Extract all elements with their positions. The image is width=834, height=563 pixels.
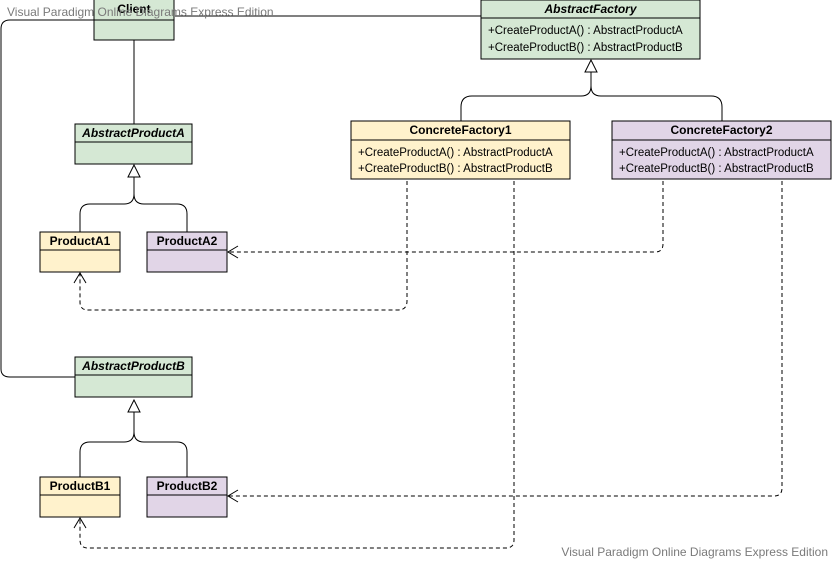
class-abstract-product-a-name: AbstractProductA xyxy=(81,126,185,140)
class-product-b1[interactable]: ProductB1 xyxy=(39,476,121,518)
a2-generalization-line xyxy=(133,193,188,232)
class-abstract-product-b[interactable]: AbstractProductB xyxy=(74,356,193,398)
cf2-to-producta2-dependency xyxy=(228,181,664,253)
cf2-to-productb2-dependency xyxy=(228,181,783,497)
class-concrete-factory-1[interactable]: ConcreteFactory1 +CreateProductA() : Abs… xyxy=(350,120,571,180)
concrete-factory-1-op-2: +CreateProductB() : AbstractProductB xyxy=(358,163,553,175)
class-concrete-factory-1-name: ConcreteFactory1 xyxy=(409,123,511,137)
cf1-generalization-line xyxy=(460,72,592,121)
class-product-a2[interactable]: ProductA2 xyxy=(146,231,228,273)
b1-generalization-line xyxy=(79,412,135,477)
class-abstract-product-a[interactable]: AbstractProductA xyxy=(74,123,193,165)
concrete-factory-1-op-1: +CreateProductA() : AbstractProductA xyxy=(358,147,553,159)
concrete-factory-2-op-1: +CreateProductA() : AbstractProductA xyxy=(619,147,814,159)
abstractfactory-generalization-arrow xyxy=(584,58,598,73)
abstract-factory-op-2: +CreateProductB() : AbstractProductB xyxy=(488,42,683,54)
class-client[interactable]: Client xyxy=(93,0,175,41)
a1-generalization-line xyxy=(79,177,135,232)
class-concrete-factory-2[interactable]: ConcreteFactory2 +CreateProductA() : Abs… xyxy=(611,120,832,180)
class-product-a1-name: ProductA1 xyxy=(50,234,111,248)
cf1-to-producta1-dependency xyxy=(79,181,408,311)
watermark-bottom: Visual Paradigm Online Diagrams Express … xyxy=(561,545,828,559)
class-concrete-factory-2-name: ConcreteFactory2 xyxy=(670,123,772,137)
b2-generalization-line xyxy=(133,431,188,477)
cf2-generalization-line xyxy=(590,85,723,121)
watermark-top: Visual Paradigm Online Diagrams Express … xyxy=(7,5,274,19)
class-product-a1[interactable]: ProductA1 xyxy=(39,231,121,273)
producta1-dependency-arrowhead xyxy=(73,272,87,284)
productb2-dependency-arrowhead xyxy=(227,489,239,503)
cf1-to-productb1-dependency xyxy=(79,181,515,549)
producta2-dependency-arrowhead xyxy=(227,245,239,259)
class-abstract-factory[interactable]: AbstractFactory +CreateProductA() : Abst… xyxy=(480,0,701,60)
class-product-a2-name: ProductA2 xyxy=(157,234,218,248)
client-to-abstractproductb-line xyxy=(0,19,94,378)
productb1-dependency-arrowhead xyxy=(73,517,87,529)
abstract-factory-op-1: +CreateProductA() : AbstractProductA xyxy=(488,25,683,37)
class-product-b2-name: ProductB2 xyxy=(157,479,218,493)
abstractproductb-generalization-arrow xyxy=(127,398,141,413)
class-abstract-factory-name: AbstractFactory xyxy=(543,2,637,16)
abstractproducta-generalization-arrow xyxy=(127,163,141,178)
concrete-factory-2-op-2: +CreateProductB() : AbstractProductB xyxy=(619,163,814,175)
class-abstract-product-b-name: AbstractProductB xyxy=(81,359,185,373)
class-client-name: Client xyxy=(117,2,150,16)
class-product-b2[interactable]: ProductB2 xyxy=(146,476,228,518)
class-product-b1-name: ProductB1 xyxy=(50,479,111,493)
